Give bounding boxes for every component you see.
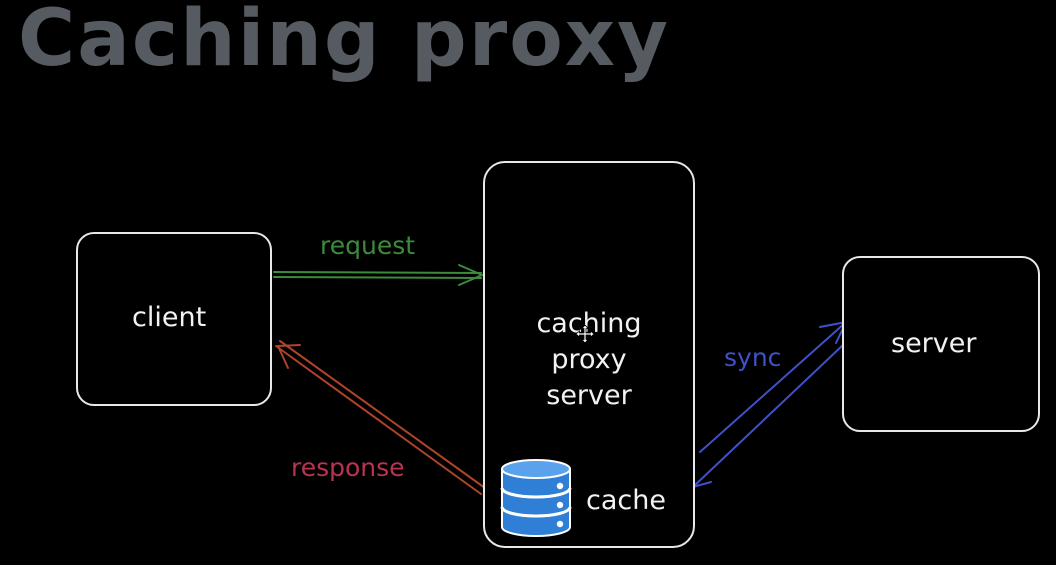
cache-label: cache bbox=[586, 485, 666, 516]
request-label: request bbox=[320, 231, 416, 260]
client-label: client bbox=[132, 302, 207, 333]
server-label: server bbox=[891, 328, 977, 359]
server-node bbox=[842, 256, 1040, 432]
proxy-label-line-2: proxy bbox=[551, 344, 627, 375]
response-arrow bbox=[275, 340, 486, 495]
proxy-label: caching proxy server bbox=[483, 306, 695, 414]
sync-label: sync bbox=[724, 343, 782, 372]
response-label: response bbox=[291, 453, 405, 482]
request-arrow bbox=[273, 264, 485, 286]
database-icon bbox=[500, 459, 572, 537]
page-title: Caching proxy bbox=[18, 0, 670, 84]
move-cursor-icon bbox=[576, 325, 594, 343]
proxy-label-line-3: server bbox=[546, 380, 632, 411]
client-node bbox=[76, 232, 272, 406]
